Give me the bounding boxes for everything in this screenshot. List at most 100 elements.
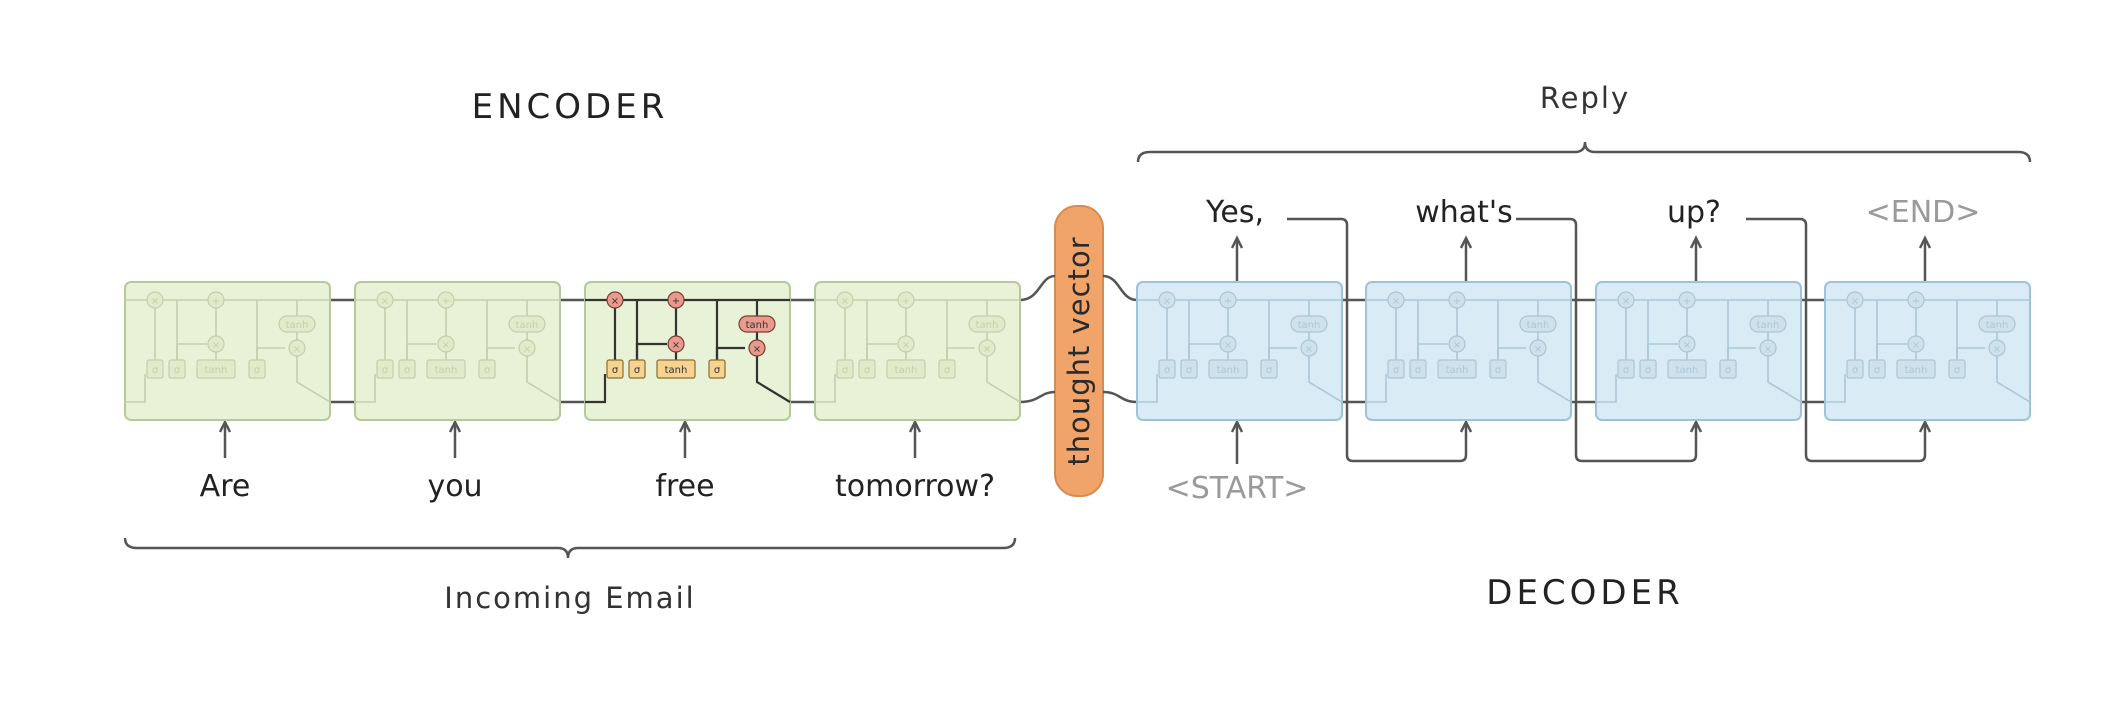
forget-gate-label: σ <box>1164 365 1171 376</box>
forget-gate <box>1158 359 1176 379</box>
enc-to-thought-top <box>1019 274 1056 302</box>
output-gate <box>478 359 496 379</box>
thought-to-dec-bottom <box>1102 390 1138 404</box>
input-multiply-label: × <box>1683 340 1691 351</box>
state-tanh <box>1290 315 1328 333</box>
input-gate <box>858 359 876 379</box>
forget-multiply-label: × <box>381 296 389 307</box>
output-multiply-label: × <box>1764 344 1772 355</box>
output-multiply-label: × <box>1534 344 1542 355</box>
candidate-gate-label: tanh <box>665 365 688 376</box>
output-gate-label: σ <box>1954 365 1961 376</box>
candidate-gate-label: tanh <box>1446 365 1469 376</box>
encoder-input-arrowhead-0 <box>218 419 232 433</box>
forget-multiply-label: × <box>151 296 159 307</box>
input-multiply <box>1907 335 1925 353</box>
input-multiply-label: × <box>212 340 220 351</box>
forget-gate <box>146 359 164 379</box>
hidden-input-line <box>1137 374 1158 403</box>
candidate-gate <box>656 359 696 379</box>
input-multiply <box>207 335 225 353</box>
output-gate-label: σ <box>1725 365 1732 376</box>
input-gate <box>1868 359 1886 379</box>
encoder-input-arrowhead-1 <box>448 419 462 433</box>
output-gate-label: σ <box>1266 365 1273 376</box>
cell-add-label: + <box>1224 296 1232 307</box>
forget-multiply <box>1158 291 1176 309</box>
input-multiply-label: × <box>902 340 910 351</box>
candidate-gate-label: tanh <box>1676 365 1699 376</box>
state-tanh-label: tanh <box>1527 320 1550 331</box>
reply-brace <box>1136 141 2032 163</box>
output-gate-label: σ <box>254 365 261 376</box>
decoder-start-arrowhead <box>1230 419 1244 433</box>
hidden-input-line <box>125 374 146 403</box>
decoder-feedback-loop-2 <box>1746 217 1927 463</box>
input-gate-label: σ <box>404 365 411 376</box>
forget-gate <box>1846 359 1864 379</box>
hidden-input-line <box>355 374 376 403</box>
state-tanh <box>968 315 1006 333</box>
cell-add <box>1219 291 1237 309</box>
encoder-input-arrowhead-3 <box>908 419 922 433</box>
input-multiply <box>1448 335 1466 353</box>
candidate-gate <box>1896 359 1936 379</box>
input-multiply <box>437 335 455 353</box>
reply-label: Reply <box>1540 81 1630 115</box>
output-gate <box>248 359 266 379</box>
output-multiply-label: × <box>753 344 761 355</box>
output-gate <box>1719 359 1737 379</box>
forget-gate-label: σ <box>152 365 159 376</box>
candidate-gate-label: tanh <box>205 365 228 376</box>
decoder-output-arrowhead-1 <box>1459 235 1473 249</box>
state-tanh <box>1978 315 2016 333</box>
output-multiply <box>1300 339 1318 357</box>
cell-add <box>1678 291 1696 309</box>
cell-add-label: + <box>212 296 220 307</box>
decoder-output-word-2: up? <box>1667 195 1721 230</box>
cell-add-label: + <box>1912 296 1920 307</box>
candidate-gate-label: tanh <box>435 365 458 376</box>
input-multiply <box>1678 335 1696 353</box>
forget-multiply-label: × <box>841 296 849 307</box>
cell-add-label: + <box>442 296 450 307</box>
input-multiply-label: × <box>1912 340 1920 351</box>
cell-add <box>667 291 685 309</box>
encoder-input-arrowhead-2 <box>678 419 692 433</box>
input-gate-label: σ <box>1874 365 1881 376</box>
output-multiply-label: × <box>1305 344 1313 355</box>
decoder-feedback-arrowhead-1 <box>1689 419 1703 433</box>
forget-multiply <box>606 291 624 309</box>
hidden-input-line <box>1366 374 1387 403</box>
forget-gate-label: σ <box>1852 365 1859 376</box>
forget-gate-label: σ <box>612 365 619 376</box>
forget-gate <box>1617 359 1635 379</box>
output-gate <box>1489 359 1507 379</box>
input-multiply <box>1219 335 1237 353</box>
output-gate <box>1260 359 1278 379</box>
state-tanh-label: tanh <box>976 320 999 331</box>
output-multiply-label: × <box>293 344 301 355</box>
output-multiply <box>748 339 766 357</box>
forget-gate <box>1387 359 1405 379</box>
incoming-email-label: Incoming Email <box>444 581 695 615</box>
state-tanh-label: tanh <box>1757 320 1780 331</box>
cell-add <box>437 291 455 309</box>
output-multiply <box>1759 339 1777 357</box>
output-multiply <box>1988 339 2006 357</box>
output-gate-label: σ <box>944 365 951 376</box>
cell-add-label: + <box>902 296 910 307</box>
decoder-output-arrowhead-2 <box>1689 235 1703 249</box>
cell-add <box>1907 291 1925 309</box>
decoder-title: DECODER <box>1486 573 1683 613</box>
incoming-email-brace <box>123 537 1017 559</box>
cells-layer: σ σ tanh σ × + × × tanh σ σ tanh σ × + × × tanh σ σ tanh σ × + ×… <box>124 281 2031 421</box>
candidate-gate <box>1667 359 1707 379</box>
input-gate <box>168 359 186 379</box>
output-gate-label: σ <box>1495 365 1502 376</box>
candidate-gate-label: tanh <box>895 365 918 376</box>
encoder-input-word-2: free <box>655 469 714 504</box>
input-multiply-label: × <box>1224 340 1232 351</box>
